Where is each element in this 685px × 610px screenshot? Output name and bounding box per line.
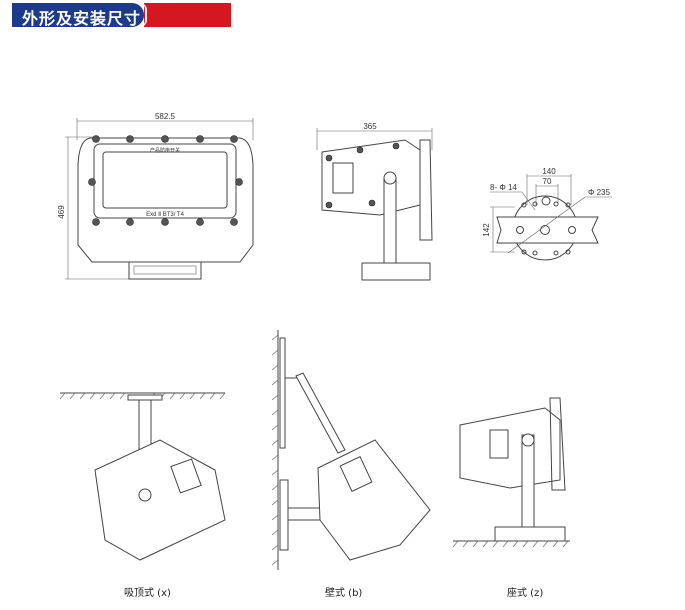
diameter-dimension: Φ 235 <box>588 188 611 197</box>
depth-dimension: 365 <box>363 122 377 131</box>
dimension-70: 70 <box>543 177 552 186</box>
dimension-140: 140 <box>542 167 556 176</box>
ex-marking: Exd Ⅱ BT3/ T4 <box>146 212 185 218</box>
section-header: 外形及安装尺寸 <box>12 3 231 28</box>
caption-floor-mount: 座式 (z) <box>507 588 544 599</box>
caption-ceiling-mount: 吸顶式 (x) <box>124 588 171 599</box>
product-label: 产品防电开关 <box>150 147 180 154</box>
wall-mount-view <box>271 330 431 570</box>
header-blue-bar <box>12 3 144 27</box>
width-dimension: 582.5 <box>155 112 176 121</box>
floor-mount-view <box>452 397 570 548</box>
ceiling-mount-view <box>59 392 226 561</box>
front-view: 582.5 469 产品防电开关 Exd Ⅱ BT3/ T4 <box>57 112 254 280</box>
header-divider <box>140 3 147 27</box>
caption-wall-mount: 壁式 (b) <box>325 588 363 599</box>
header-red-bar <box>144 3 231 27</box>
base-plate-view: 140 70 8- Φ 14 Φ 235 142 <box>482 167 612 261</box>
height-dimension: 469 <box>57 205 66 219</box>
side-view: 365 <box>316 122 433 281</box>
holes-dimension: 8- Φ 14 <box>490 183 517 192</box>
dimension-142: 142 <box>482 223 491 237</box>
section-title: 外形及安装尺寸 <box>22 9 142 28</box>
